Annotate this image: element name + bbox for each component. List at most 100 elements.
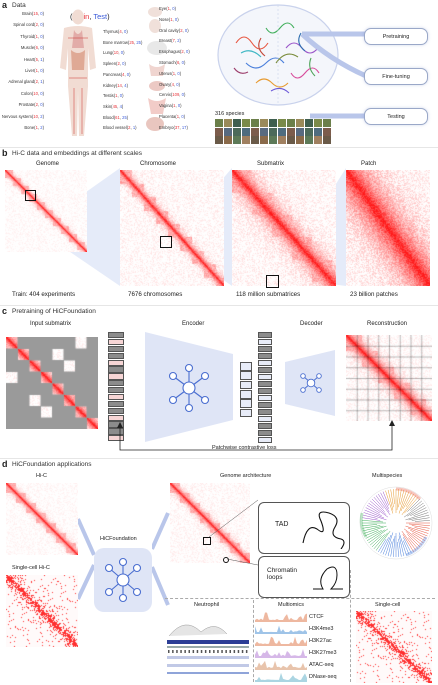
tissue-label: Heart(5, 1)	[23, 56, 44, 62]
patch-token	[258, 332, 272, 339]
species-photo-tile	[287, 127, 296, 136]
patch-token	[108, 428, 124, 435]
tissue-label: Bone marrow(25, 25)	[103, 39, 143, 45]
species-photo-tile	[278, 127, 287, 136]
patch-token	[108, 407, 124, 414]
bottom-divider	[165, 598, 435, 599]
patch-token	[108, 435, 124, 442]
tissue-label: Embryo(37, 17)	[159, 124, 188, 130]
patch-token	[240, 399, 252, 409]
patch-token	[258, 339, 272, 346]
omics-track-label: CTCF	[309, 614, 324, 620]
patch-token	[108, 338, 124, 346]
masked-input-matrix	[6, 337, 98, 429]
species-photo-tile	[251, 127, 260, 136]
patch-token	[258, 395, 272, 402]
species-photo-tile	[269, 119, 278, 127]
panel-a-label: a	[2, 0, 8, 10]
tissue-label: Ovary(4, 0)	[159, 81, 180, 87]
omics-track-label: ATAC-seq	[309, 662, 334, 668]
encoder-block	[145, 332, 233, 442]
species-photo-tile	[251, 136, 260, 145]
panel-c-label: c	[2, 306, 8, 316]
neutrophil-genome-browser	[165, 610, 251, 682]
patch-token	[108, 352, 124, 359]
submatrix-zoom-box	[266, 275, 279, 288]
patch-token	[258, 374, 272, 381]
species-photo-tile	[314, 136, 323, 145]
tissue-label: Blood(61, 25)	[103, 114, 129, 120]
decoder-block	[285, 350, 335, 416]
tissue-label: Brain(15, 0)	[22, 11, 44, 16]
species-photo-tile	[215, 136, 224, 145]
tissue-label: Esophagus(2, 0)	[159, 49, 190, 55]
patch-token	[258, 353, 272, 360]
model-label: HiCFoundation	[100, 536, 137, 542]
tad-label: TAD	[275, 521, 289, 528]
encoder-heading: Encoder	[182, 321, 205, 327]
chromatin-loops-box: Chromatin loops	[258, 556, 350, 598]
tissue-label: Pancreas(4, 0)	[103, 71, 131, 77]
species-photo-tile	[260, 136, 269, 145]
patch-caption: 23 billion patches	[350, 291, 398, 298]
neutrophil-label: Neutrophil	[194, 602, 220, 608]
architecture-connectors	[208, 499, 259, 566]
tissue-label: Oral cavity(2, 0)	[159, 27, 189, 33]
stage-arrows	[300, 31, 368, 119]
tissue-label: Liver(1, 0)	[25, 68, 44, 73]
species-photo-tile	[242, 136, 251, 145]
tissue-label: Uterus(1, 0)	[159, 70, 182, 76]
patch-token	[240, 371, 252, 381]
tissue-label: Blood vessel(2, 1)	[103, 125, 137, 131]
omics-track: H3K27ac	[255, 635, 349, 647]
species-photo-tile	[296, 119, 305, 127]
input-arrows	[78, 518, 96, 600]
contrastive-loss-arrow	[117, 420, 395, 451]
species-photo-tile	[296, 127, 305, 136]
genome-heatmap	[5, 170, 87, 252]
phylogenetic-tree	[359, 486, 433, 560]
panel-d-title: HiCFoundation applications	[12, 461, 92, 468]
patch-token	[108, 366, 124, 373]
patch-token	[258, 346, 272, 353]
sc-hic-input-heatmap	[6, 575, 78, 647]
species-photo-tile	[215, 127, 224, 136]
species-photo-tile	[233, 136, 242, 145]
tissue-label: Spleen(2, 0)	[103, 61, 126, 67]
patch-token	[240, 408, 252, 418]
species-photo-tile	[278, 119, 287, 127]
sc-divider	[350, 570, 351, 682]
patch-token	[108, 380, 124, 387]
species-photo-tile	[305, 119, 314, 127]
encoded-token-column	[240, 362, 252, 418]
species-photo-tile	[224, 119, 233, 127]
panel-b-title: Hi-C data and embeddings at different sc…	[12, 150, 142, 157]
chromatin-loops-label: Chromatin loops	[267, 567, 297, 582]
species-photo-tile	[224, 136, 233, 145]
organ-illustrations	[146, 7, 167, 131]
patch-token	[258, 388, 272, 395]
patch-token	[240, 362, 252, 371]
tad-marker	[203, 537, 211, 545]
patch-token	[108, 345, 124, 353]
tissue-label: Skin(45, 4)	[103, 103, 124, 109]
patch-token	[258, 381, 272, 388]
hic-label: Hi-C	[36, 473, 47, 479]
species-photo-tile	[287, 119, 296, 127]
tissue-label: Breast(7, 2)	[159, 38, 181, 44]
tissue-label: Thyroid(1, 0)	[20, 33, 44, 39]
loop-marker	[223, 557, 229, 563]
patch-token	[240, 380, 252, 390]
species-count: 316 species	[215, 111, 245, 117]
multiomics-label: Multiomics	[278, 602, 304, 608]
species-photo-tile	[233, 127, 242, 136]
patch-token	[108, 393, 124, 401]
patch-token	[240, 390, 252, 399]
tissue-label: Cervix(109, 0)	[159, 92, 186, 98]
contrastive-loss-label: Patchwise contrastive loss	[212, 445, 277, 451]
tissue-label: Prostate(2, 0)	[18, 102, 44, 108]
submatrix-heading: Submatrix	[257, 161, 285, 167]
single-cell-label: Single-cell	[375, 602, 401, 608]
species-photo-tile	[233, 119, 242, 127]
species-photo-tile	[260, 119, 269, 127]
